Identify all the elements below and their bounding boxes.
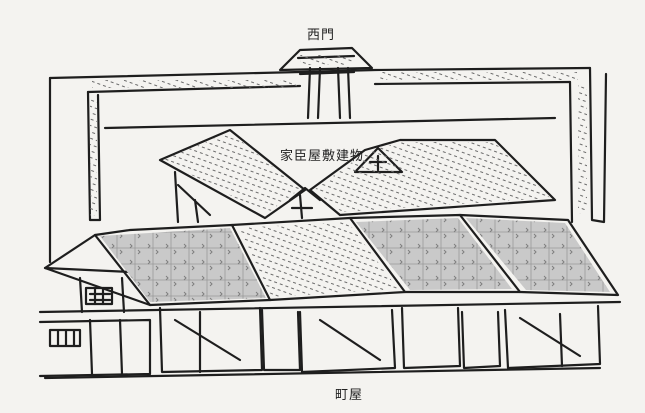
- townhouse-facades: [38, 276, 622, 380]
- retainer-buildings-label: 家臣屋敷建物: [280, 149, 365, 164]
- townhouse-roofs: [43, 213, 620, 307]
- west-gate-label: 西門: [307, 28, 336, 43]
- retainer-roof-left: [158, 128, 307, 224]
- townhouses-label: 町屋: [335, 388, 364, 403]
